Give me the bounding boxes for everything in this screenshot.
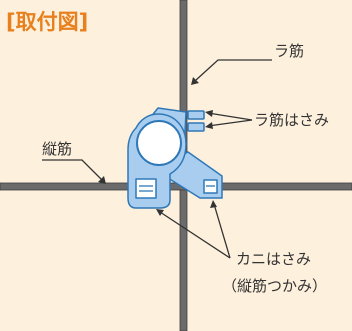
label-ra-kin-hasami: ラ筋はさみ bbox=[254, 111, 329, 129]
clip-assembly bbox=[127, 107, 223, 209]
arrowhead-ra-kin bbox=[191, 77, 199, 85]
arrowhead-kani-1 bbox=[156, 209, 164, 216]
arrowhead-hasami-2 bbox=[205, 122, 213, 129]
clip-slot-left bbox=[135, 178, 157, 199]
ra-kin-tab-top bbox=[187, 110, 205, 120]
label-kani-hasami: カニはさみ bbox=[236, 250, 311, 268]
leader-tate-kin bbox=[42, 159, 103, 181]
ra-kin-tab-bottom bbox=[187, 122, 205, 132]
arrowhead-kani-2 bbox=[210, 200, 217, 208]
clip-ring bbox=[136, 120, 182, 166]
leader-kani-2 bbox=[213, 203, 231, 259]
leader-lines bbox=[42, 59, 272, 259]
arrowhead-tate-kin bbox=[98, 176, 106, 184]
arrowhead-hasami-1 bbox=[205, 110, 213, 117]
leader-ra-kin-hasami-1 bbox=[207, 112, 253, 121]
diagram-title: [取付図] bbox=[6, 10, 88, 34]
leader-kani-1 bbox=[159, 211, 231, 259]
horizontal-rebar bbox=[0, 182, 352, 191]
label-ra-kin: ラ筋 bbox=[274, 42, 304, 60]
label-tate-kin: 縦筋 bbox=[42, 140, 72, 158]
arrowheads bbox=[98, 77, 217, 216]
leader-ra-kin bbox=[195, 59, 272, 81]
label-kani-hasami-sub: （縦筋つかみ） bbox=[222, 277, 327, 295]
leader-ra-kin-hasami-2 bbox=[207, 119, 253, 127]
